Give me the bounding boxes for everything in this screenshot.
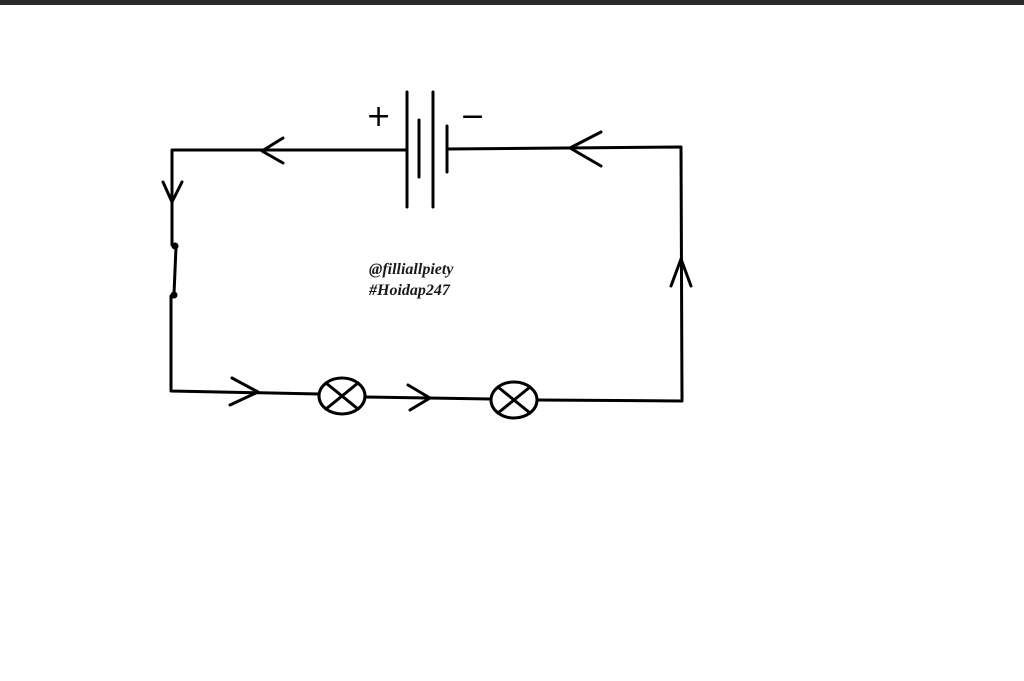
battery: + − [366, 90, 485, 209]
window-top-bar [0, 0, 1024, 5]
switch [170, 242, 179, 299]
lamp-1-cross-b [324, 381, 360, 411]
lamp-2-body [489, 380, 539, 420]
switch-lever [172, 245, 178, 296]
arrow-bottom-left-icon [228, 376, 260, 407]
watermark: @filliallpiety #Hoidap247 [368, 261, 454, 299]
lamp-1-body [317, 376, 367, 416]
wire-top-right [445, 145, 684, 403]
current-arrows [161, 130, 693, 412]
arrow-top-left-icon [260, 136, 285, 165]
arrow-left-down-icon [161, 180, 184, 204]
arrow-top-right-icon [568, 130, 603, 168]
watermark-line-2: #Hoidap247 [368, 282, 451, 299]
battery-minus-label: − [460, 99, 485, 134]
arrow-right-up-icon [669, 257, 693, 288]
arrow-bottom-middle-icon [406, 383, 432, 412]
wire-left-bottom [169, 294, 321, 396]
lamp-1 [317, 376, 367, 416]
battery-plus-label: + [366, 99, 391, 134]
wire-top-left [170, 148, 409, 247]
lamp-2-cross-b [496, 385, 532, 415]
watermark-line-1: @filliallpiety [369, 261, 454, 278]
lamp-2 [489, 380, 539, 420]
